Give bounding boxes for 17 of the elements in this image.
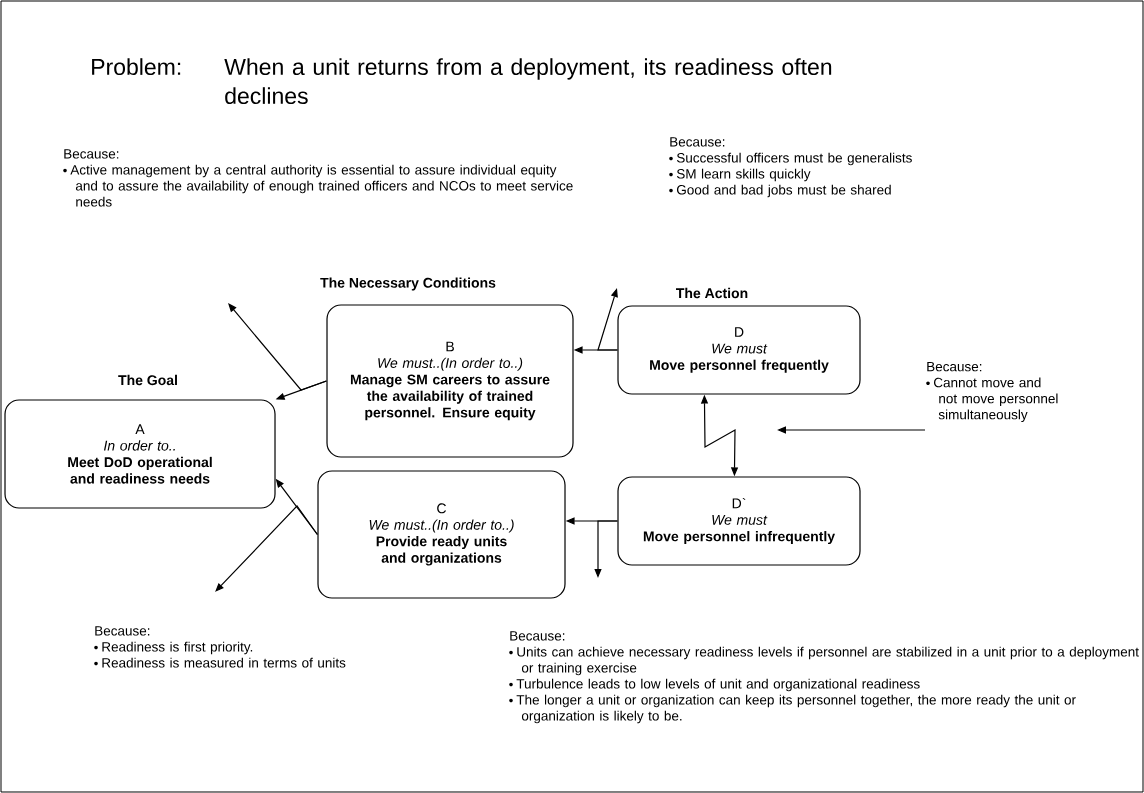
reason-note: Because: Active management by a central authority is essential to assure individual equity and to assure the availability of enough trained officers and NCOs to meet service needs [63, 149, 573, 207]
reason-note: Because: Successful officers must be generalists SM learn skills quickly Good and bad jobs must be shared [669, 137, 912, 198]
reason-note: Because: Readiness is first priority. Readiness is measured in terms of units [94, 626, 346, 668]
arrow [215, 505, 318, 592]
condition-box: D We must Move personnel frequently [617, 305, 861, 395]
arrow [597, 288, 618, 351]
condition-box: A In order to.. Meet DoD operational and readiness needs [4, 399, 276, 509]
heading: Problem: [92, 58, 181, 76]
title: When a unit returns from a deployment, its readiness often declines [224, 58, 832, 105]
reason-note: Because: Cannot move and not move personnel simultaneously [926, 361, 1058, 423]
condition-box: B We must..(In order to..) Manage SM careers to assure the availability of trained personnel. Ensure equity [326, 304, 574, 458]
condition-box: D` We must Move personnel infrequently [617, 476, 861, 566]
section-heading: The Goal [118, 374, 177, 386]
section-heading: The Necessary Conditions [320, 277, 496, 291]
reason-note: Because: Units can achieve necessary readiness levels if personnel are stabilized in a unit prior to a deployment or training exercise Turbulence leads to low levels of unit and organizational readiness The longer a unit or organization can keep its personnel together, the more ready the unit or organization is likely to be. [509, 631, 1139, 724]
arrow [228, 303, 327, 391]
condition-box: C We must..(In order to..) Provide ready units and organizations [317, 470, 566, 599]
